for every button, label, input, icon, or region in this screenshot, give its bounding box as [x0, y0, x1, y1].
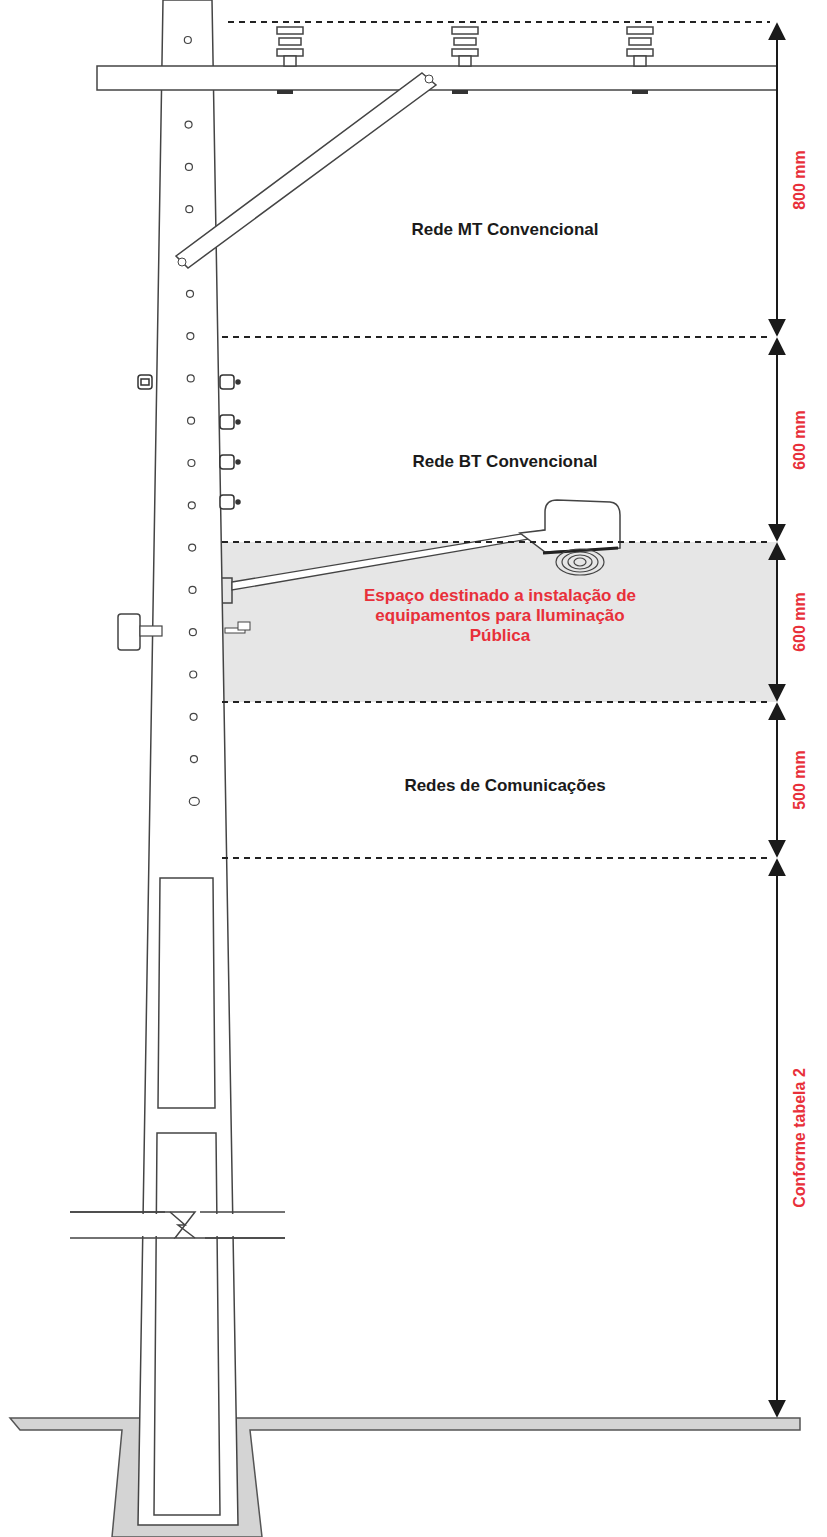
- ground: [10, 1418, 800, 1537]
- zone-label: Rede BT Convencional: [412, 452, 597, 472]
- lighting-band: [222, 542, 778, 702]
- zone-text: Espaço destinado a instalação de equipam…: [355, 586, 645, 646]
- brace: [176, 73, 436, 268]
- dimension: 600 mm: [790, 410, 810, 470]
- insulators: [277, 27, 653, 66]
- zone-lines: [222, 22, 770, 858]
- lighting-zone: Espaço destinado a instalação de equipam…: [222, 542, 778, 702]
- dimension: Conforme tabela 2: [790, 1068, 810, 1208]
- dimension: 500 mm: [790, 750, 810, 810]
- lamp-arm: [232, 530, 546, 590]
- dimension: 800 mm: [790, 150, 810, 210]
- dimension-arrows: [776, 24, 778, 1416]
- zone-label: Rede MT Convencional: [411, 220, 598, 240]
- bt-insulators: [138, 375, 240, 509]
- crossarm: [97, 66, 777, 90]
- dimension: 600 mm: [790, 592, 810, 652]
- luminaire: [520, 500, 620, 552]
- meter-box: [118, 614, 140, 650]
- zone-label: Redes de Comunicações: [404, 776, 605, 796]
